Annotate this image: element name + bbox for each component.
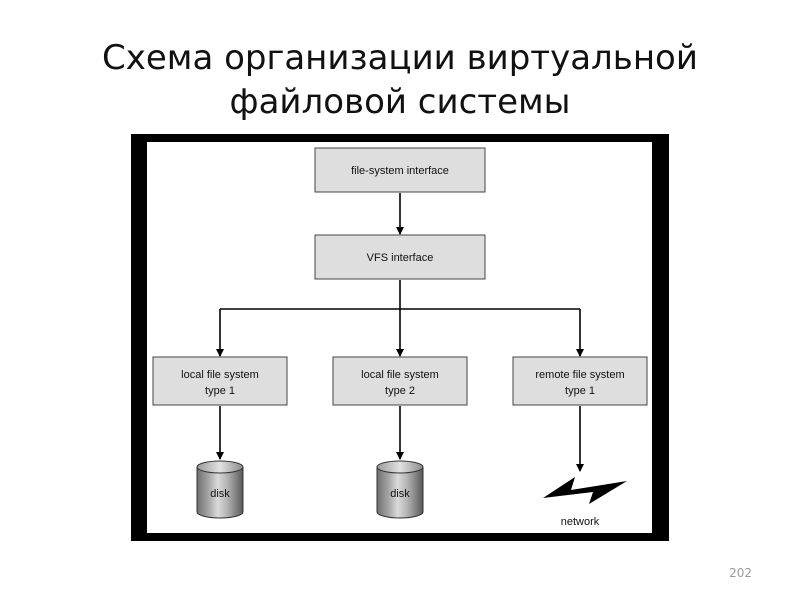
local-fs-1-label-line-1: local file system [181,369,259,381]
disk-1-icon: disk [196,460,244,519]
local-fs-2-label-line-1: local file system [361,369,439,381]
local-fs-1-node: local file system type 1 [152,356,288,406]
remote-fs-1-label-line-2: type 1 [565,385,595,397]
slide-title: Схема организации виртуальной файловой с… [0,36,800,124]
network-label: network [561,516,600,528]
fs-interface-node: file-system interface [314,147,486,193]
slide-title-line-1: Схема организации виртуальной [102,38,698,78]
vfs-diagram-frame: file-system interface VFS interface loca… [131,134,669,541]
slide-title-line-2: файловой системы [229,82,571,122]
remote-fs-1-node: remote file system type 1 [512,356,648,406]
vfs-diagram: file-system interface VFS interface loca… [147,142,652,533]
disk-2-label: disk [390,488,410,500]
fs-interface-label: file-system interface [351,165,449,177]
vfs-interface-label: VFS interface [367,252,434,264]
local-fs-2-label-line-2: type 2 [385,385,415,397]
network-icon: network [543,477,627,528]
remote-fs-1-label-line-1: remote file system [535,369,624,381]
page-number: 202 [729,566,752,580]
vfs-interface-node: VFS interface [314,234,486,280]
local-fs-2-node: local file system type 2 [332,356,468,406]
disk-1-label: disk [210,488,230,500]
disk-2-icon: disk [376,460,424,519]
local-fs-1-label-line-2: type 1 [205,385,235,397]
connector-lines [216,193,584,472]
